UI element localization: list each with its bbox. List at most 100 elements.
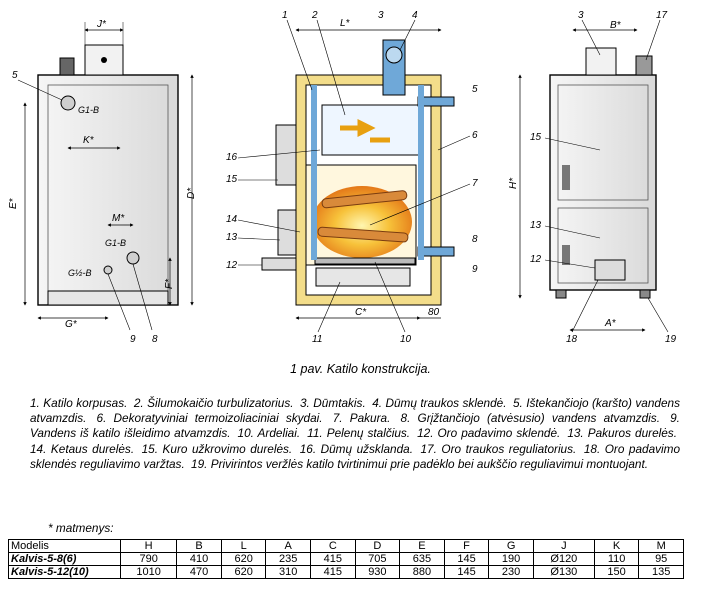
label-9: 9 bbox=[472, 264, 478, 275]
label-3: 3 bbox=[378, 10, 384, 21]
loading-door bbox=[275, 124, 297, 186]
legend-item: 9. Vandens iš katilo išleidimo atvamzdis… bbox=[30, 411, 680, 441]
label-11: 11 bbox=[312, 334, 322, 345]
table-header-cell: Modelis bbox=[8, 539, 121, 553]
table-header-cell: J bbox=[532, 539, 595, 553]
label-18: 18 bbox=[566, 334, 578, 345]
table-cell: 145 bbox=[443, 552, 490, 566]
legend: 1. Katilo korpusas. 2. Šilumokaičio turb… bbox=[30, 396, 680, 472]
legend-item: 6. Dekoratyviniai termoizoliaciniai skyd… bbox=[96, 411, 323, 426]
label-10: 10 bbox=[400, 334, 412, 345]
table-header-cell: L bbox=[220, 539, 267, 553]
return-pipe-g1b bbox=[126, 251, 140, 265]
legend-item: 7. Pakura. bbox=[332, 411, 391, 426]
legend-item: 19. Privirintos veržlės katilo tvirtinim… bbox=[191, 456, 649, 471]
label-g1b-top: G1-B bbox=[78, 105, 99, 115]
label-13: 13 bbox=[226, 232, 238, 243]
firebox-door bbox=[277, 209, 297, 256]
table-cell: 620 bbox=[220, 552, 267, 566]
side-view: B* H* A* 3 17 15 13 12 18 19 bbox=[508, 10, 677, 345]
dim-K: K* bbox=[83, 135, 95, 146]
table-cell: Kalvis-5-8(6) bbox=[8, 552, 121, 566]
dim-C: C* bbox=[355, 307, 367, 318]
table-cell: 135 bbox=[638, 565, 684, 579]
table-header-cell: H bbox=[119, 539, 178, 553]
table-cell: 635 bbox=[399, 552, 445, 566]
table-cell: 415 bbox=[310, 565, 356, 579]
dimensions-note: * matmenys: bbox=[48, 521, 114, 535]
table-cell: Ø130 bbox=[532, 565, 595, 579]
table-cell: 415 bbox=[310, 552, 356, 566]
table-cell: Ø120 bbox=[532, 552, 595, 566]
drain-pipe-g12b bbox=[103, 265, 113, 275]
dim-J: J* bbox=[96, 19, 107, 30]
table-cell: 1010 bbox=[119, 565, 178, 579]
grates bbox=[314, 257, 416, 265]
dim-80: 80 bbox=[428, 307, 440, 318]
table-header-cell: D bbox=[354, 539, 401, 553]
label-6: 6 bbox=[472, 130, 478, 141]
label-1: 1 bbox=[282, 10, 288, 21]
table-cell: 190 bbox=[488, 552, 534, 566]
legend-item: 5. Ištekančiojo (karšto) vandens atvamzd… bbox=[30, 396, 681, 426]
legend-item: 10. Ardeliai. bbox=[237, 426, 301, 441]
dim-E: E* bbox=[8, 197, 19, 209]
label-5-rear: 5 bbox=[12, 70, 18, 81]
table-cell: 880 bbox=[399, 565, 445, 579]
legend-item: 4. Dūmų traukos sklendė. bbox=[372, 396, 507, 410]
dim-D: D* bbox=[186, 187, 197, 199]
dim-B: B* bbox=[610, 20, 622, 31]
legend-item: 15. Kuro užkrovimo durelės. bbox=[141, 441, 293, 456]
label-8-rear: 8 bbox=[152, 334, 158, 345]
rear-view: J* K* M* E* D* F* G* 5 G1-B G1-B G½-B 9 … bbox=[8, 19, 197, 345]
label-2: 2 bbox=[311, 10, 318, 21]
label-8: 8 bbox=[472, 234, 478, 245]
air-damper bbox=[261, 257, 297, 271]
table-cell: 95 bbox=[638, 552, 684, 566]
legend-item: 13. Pakuros durelės. bbox=[567, 426, 677, 441]
label-15-side: 15 bbox=[530, 132, 542, 143]
table-cell: 110 bbox=[593, 552, 640, 566]
table-cell: 930 bbox=[354, 565, 401, 579]
legend-item: 17. Oro traukos reguliatorius. bbox=[420, 441, 577, 456]
label-g1b-bottom: G1-B bbox=[105, 238, 126, 248]
table-cell: 230 bbox=[488, 565, 534, 579]
label-13-side: 13 bbox=[530, 220, 542, 231]
legend-item: 18. Oro padavimo sklendės reguliavimo va… bbox=[30, 441, 681, 471]
label-5: 5 bbox=[472, 84, 478, 95]
legend-item: 2. Šilumokaičio turbulizatorius. bbox=[133, 396, 294, 410]
legend-item: 12. Oro padavimo sklendė. bbox=[417, 426, 561, 441]
table-cell: 150 bbox=[593, 565, 640, 579]
label-3-side: 3 bbox=[578, 10, 584, 21]
table-header-cell: B bbox=[176, 539, 222, 553]
table-cell: 620 bbox=[220, 565, 267, 579]
label-19: 19 bbox=[665, 334, 677, 345]
legend-item: 8. Grįžtančiojo (atvėsusio) vandens atva… bbox=[400, 411, 660, 426]
label-12-side: 12 bbox=[530, 254, 542, 265]
table-header-cell: G bbox=[488, 539, 534, 553]
boiler-construction-drawing: J* K* M* E* D* F* G* 5 G1-B G1-B G½-B 9 … bbox=[8, 10, 677, 345]
draft-regulator bbox=[635, 55, 653, 76]
label-g12b: G½-B bbox=[68, 268, 92, 278]
legend-item: 14. Ketaus durelės. bbox=[30, 441, 135, 456]
label-4: 4 bbox=[412, 10, 418, 21]
table-cell: Kalvis-5-12(10) bbox=[8, 565, 121, 579]
label-7: 7 bbox=[472, 178, 478, 189]
table-header-cell: K bbox=[593, 539, 640, 553]
figure-caption: 1 pav. Katilo konstrukcija. bbox=[290, 362, 431, 376]
dim-G: G* bbox=[65, 319, 78, 330]
outlet-pipe-g1b bbox=[60, 95, 76, 111]
legend-item: 3. Dūmtakis. bbox=[300, 396, 366, 410]
label-15: 15 bbox=[226, 174, 238, 185]
table-cell: 705 bbox=[354, 552, 401, 566]
section-view: L* C* 80 1 2 3 4 5 6 7 8 9 10 11 12 13 1… bbox=[226, 10, 478, 345]
table-cell: 790 bbox=[119, 552, 178, 566]
dim-F: F* bbox=[164, 278, 175, 289]
table-cell: 470 bbox=[176, 565, 222, 579]
legend-item: 11. Pelenų stalčius. bbox=[307, 426, 411, 441]
